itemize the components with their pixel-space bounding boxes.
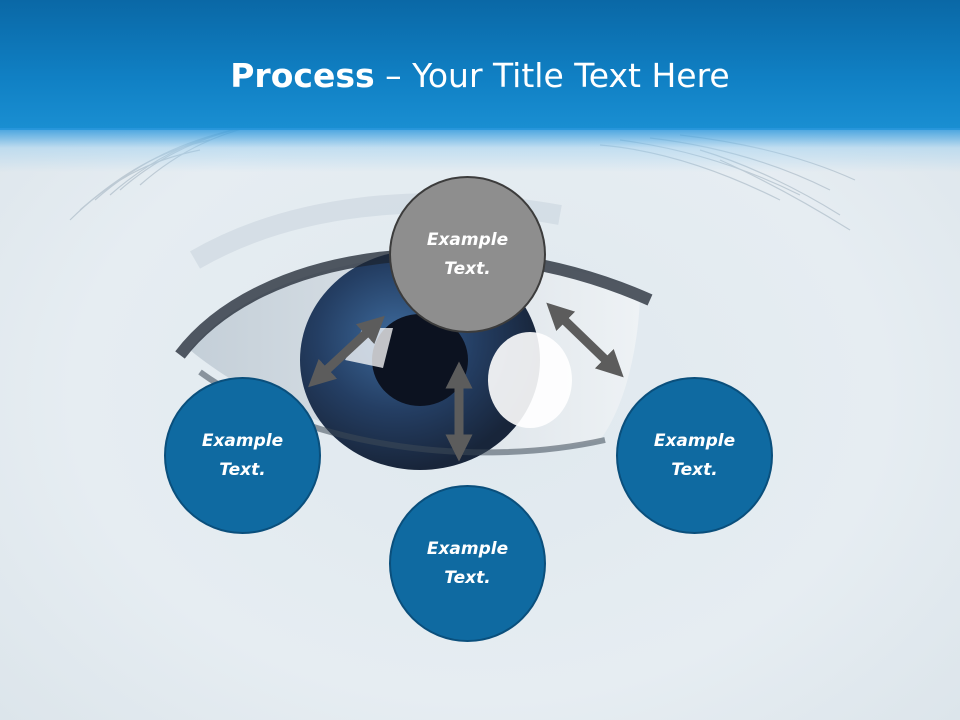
title-bar [0, 0, 960, 130]
title-bar-fade [0, 128, 960, 172]
node-bottom-text: Example Text. [426, 538, 509, 588]
node-left-text: Example Text. [201, 430, 284, 480]
title-rest: – Your Title Text Here [374, 56, 730, 95]
node-top: Example Text. [389, 176, 546, 333]
slide-title: Process – Your Title Text Here [0, 52, 960, 100]
arrow-top-right [546, 302, 624, 378]
arrow-top-left [308, 315, 385, 388]
node-right: Example Text. [616, 377, 773, 534]
title-bold: Process [230, 56, 375, 95]
node-right-text: Example Text. [653, 430, 736, 480]
node-bottom: Example Text. [389, 485, 546, 642]
node-top-text: Example Text. [426, 229, 509, 279]
node-left: Example Text. [164, 377, 321, 534]
